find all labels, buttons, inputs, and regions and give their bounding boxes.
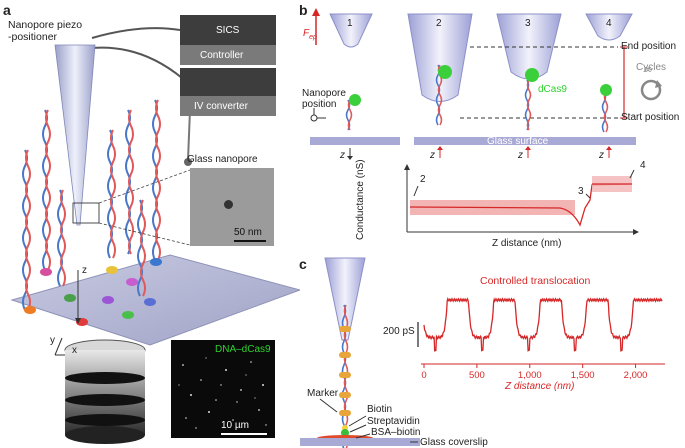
objective-lens [64, 339, 146, 444]
z-down-label: z [340, 150, 345, 161]
marker-label: Marker [307, 388, 339, 399]
nanopore-position-label-1: Nanopore [302, 88, 346, 99]
plot-marker-4: 4 [640, 160, 646, 171]
biotin-label: Biotin [367, 404, 393, 415]
sics-box: SICS [180, 15, 276, 45]
piezo-label-line2: -positioner [8, 31, 58, 43]
inset-scale-bar [234, 240, 266, 242]
controller-box: Controller [180, 45, 276, 65]
x-tick-label: 1,000 [518, 370, 542, 381]
panel-a-illustration [10, 27, 300, 444]
panel-letter-b: b [299, 2, 308, 18]
force-label: Fep [303, 28, 317, 41]
glass-surface [414, 137, 636, 145]
fluor-spots [178, 357, 267, 429]
z-up-label-3: z [518, 150, 523, 161]
dna-strands [22, 99, 161, 311]
dcas9-blob [438, 65, 452, 79]
pipette-c [324, 257, 366, 341]
glass-surface-small [310, 137, 400, 145]
axis-y-label: y [50, 335, 55, 346]
tip-4 [585, 13, 633, 41]
axis-z-label: z [82, 265, 87, 276]
dcas9-label: dCas9 [538, 84, 567, 95]
glass-nanopore-title: Glass nanopore [187, 154, 258, 165]
marker-proteins [339, 326, 351, 416]
electrode-tip [184, 158, 192, 166]
step-4: 4 [606, 18, 612, 29]
fluor-scale-bar [221, 433, 267, 435]
scale-bar-label: 200 pS [383, 326, 415, 337]
iv-box-top [180, 68, 276, 96]
inset-scale-label: 50 nm [234, 227, 262, 238]
streptavidin-dot [341, 429, 349, 437]
glass-nanopore-inset: Glass nanopore 50 nm [187, 154, 274, 246]
plot-marker-3: 3 [578, 186, 584, 197]
x-ticks: 0 500 1,000 1,500 2,000 [421, 364, 647, 381]
fluorescence-image: DNA–dCas9 10 µm [171, 340, 275, 438]
plot-marker-2: 2 [420, 174, 426, 185]
iv-converter-label: IV converter [194, 101, 248, 112]
tip-2 [407, 13, 473, 102]
step-3: 3 [525, 18, 531, 29]
z-up-label-4: z [599, 150, 604, 161]
x-tick-label: 0 [421, 370, 426, 381]
piezo-label-line1: Nanopore piezo [8, 19, 83, 31]
wire [91, 46, 183, 79]
z-up-label-2: z [430, 150, 435, 161]
nanopore-dot [224, 200, 233, 209]
end-position-label: End position [621, 41, 677, 52]
step-1: 1 [347, 18, 353, 29]
x-tick-label: 1,500 [571, 370, 595, 381]
nanopore-position-label-2: position [302, 99, 337, 110]
translocation-xlabel: Z distance (nm) [505, 381, 575, 392]
fluor-title: DNA–dCas9 [215, 344, 271, 355]
panel-b-illustration: ∞ [310, 8, 662, 160]
bsa-biotin-label: BSA–biotin [371, 427, 421, 438]
glass-coverslip [300, 438, 420, 446]
panel-letter-a: a [3, 2, 11, 18]
fluor-scale-label: 10 µm [221, 420, 249, 431]
x-tick-label: 500 [469, 370, 485, 381]
step-2: 2 [436, 18, 442, 29]
sics-label: SICS [216, 25, 240, 36]
dna-markers [24, 258, 162, 326]
zoom-box [72, 202, 100, 224]
translocation-title: Controlled translocation [480, 275, 591, 287]
electrode [187, 109, 191, 161]
conductance-xlabel: Z distance (nm) [492, 238, 562, 249]
panel-letter-c: c [299, 256, 307, 272]
translocation-trace [423, 296, 663, 352]
axis-y-line [54, 337, 63, 356]
x-tick-label: 2,000 [624, 370, 648, 381]
axis-x-label: x [72, 345, 77, 356]
conductance-plot [404, 164, 639, 235]
svg-text:∞: ∞ [643, 62, 653, 76]
streptavidin-label: Streptavidin [367, 416, 420, 427]
wire [91, 27, 181, 39]
tip-1 [329, 13, 373, 48]
pipette [54, 44, 96, 226]
glass-surface-label: Glass surface [487, 136, 549, 147]
controller-label: Controller [200, 50, 244, 61]
start-position-label: Start position [621, 112, 680, 123]
cycles-label: Cycles [636, 62, 667, 73]
coverslip-label: Glass coverslip [420, 437, 488, 448]
iv-converter-box: IV converter [180, 96, 276, 116]
